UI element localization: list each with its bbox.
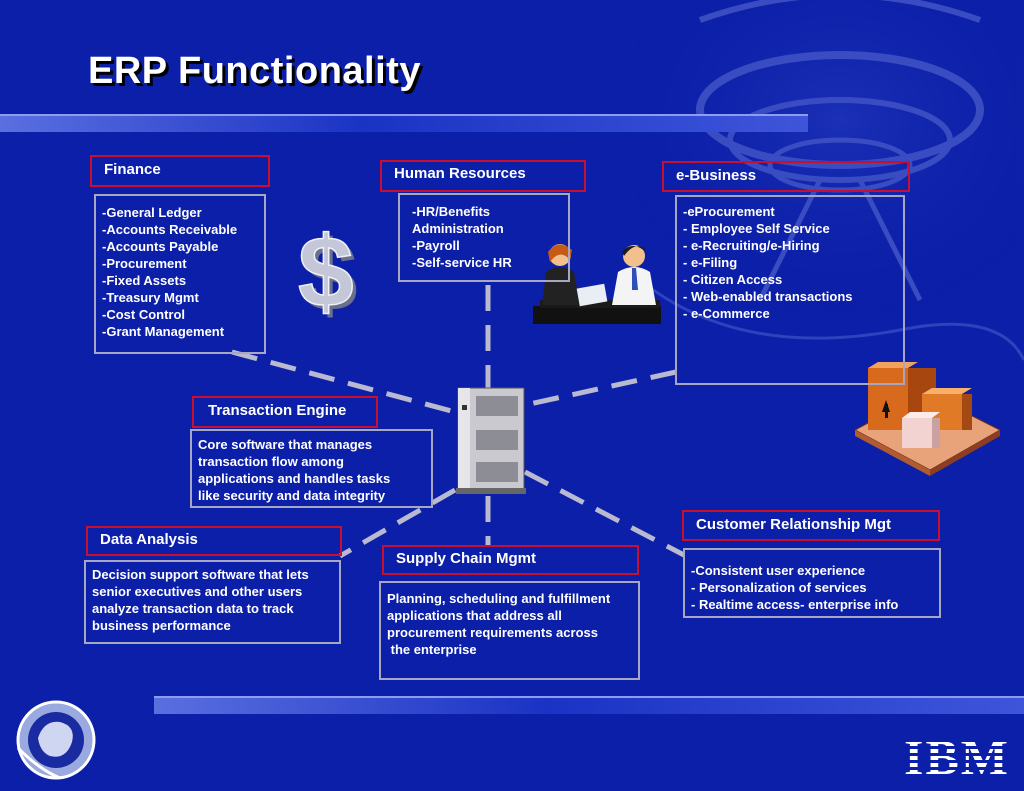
list-item: -Grant Management [102,324,225,339]
meeting-people-icon [533,244,661,324]
list-item: - Citizen Access [683,272,783,287]
finance-box: -General Ledger -Accounts Receivable -Ac… [94,194,266,354]
data-analysis-label: Data Analysis [86,526,342,556]
list-item: Administration [412,221,504,236]
list-item: like security and data integrity [198,488,386,503]
svg-text:$: $ [302,220,358,332]
list-item: analyze transaction data to track [92,601,294,616]
ebusiness-label: e-Business [662,161,910,192]
hr-label: Human Resources [380,160,586,192]
list-item: -Consistent user experience [691,563,866,578]
list-item: -eProcurement [683,204,775,219]
list-item: - Web-enabled transactions [683,289,853,304]
list-item: - Realtime access- enterprise info [691,597,899,612]
list-item: -Procurement [102,256,187,271]
list-item: -Treasury Mgmt [102,290,199,305]
list-item: Core software that manages [198,437,373,452]
transaction-box: Core software that manages transaction f… [190,429,433,508]
list-item: the enterprise [387,642,477,657]
hr-box: -HR/Benefits Administration -Payroll -Se… [398,193,570,282]
crm-box: -Consistent user experience - Personaliz… [683,548,941,618]
list-item: applications that address all [387,608,562,623]
supply-chain-box: Planning, scheduling and fulfillment app… [379,581,640,680]
data-analysis-box: Decision support software that lets seni… [84,560,341,644]
connectors [231,285,686,559]
list-item: - Employee Self Service [683,221,830,236]
supply-chain-label: Supply Chain Mgmt [382,545,639,575]
list-item: applications and handles tasks [198,471,391,486]
dollar-icon: $ $ [297,215,358,332]
transaction-label: Transaction Engine [192,396,378,428]
city-seal-icon [16,700,96,780]
list-item: Decision support software that lets [92,567,309,582]
list-item: -Accounts Receivable [102,222,238,237]
finance-label: Finance [90,155,270,187]
ebusiness-box: -eProcurement - Employee Self Service - … [675,195,905,385]
list-item: -Self-service HR [412,255,512,270]
list-item: -General Ledger [102,205,202,220]
list-item: procurement requirements across [387,625,598,640]
boxes-icon [853,362,1002,476]
list-item: -HR/Benefits [412,204,491,219]
list-item: business performance [92,618,231,633]
list-item: -Accounts Payable [102,239,219,254]
title-rule [0,114,808,132]
list-item: -Cost Control [102,307,186,322]
list-item: - Personalization of services [691,580,867,595]
list-item: senior executives and other users [92,584,303,599]
svg-text:$: $ [298,216,354,328]
footer-rule [154,696,1024,714]
list-item: transaction flow among [198,454,344,469]
list-item: -Fixed Assets [102,273,187,288]
list-item: - e-Commerce [683,306,770,321]
ibm-logo-icon: IBM [904,729,1010,785]
server-icon [456,387,526,494]
list-item: - e-Filing [683,255,738,270]
list-item: - e-Recruiting/e-Hiring [683,238,820,253]
list-item: Planning, scheduling and fulfillment [387,591,611,606]
list-item: -Payroll [412,238,460,253]
crm-label: Customer Relationship Mgt [682,510,940,541]
page-title: ERP Functionality [88,50,421,92]
